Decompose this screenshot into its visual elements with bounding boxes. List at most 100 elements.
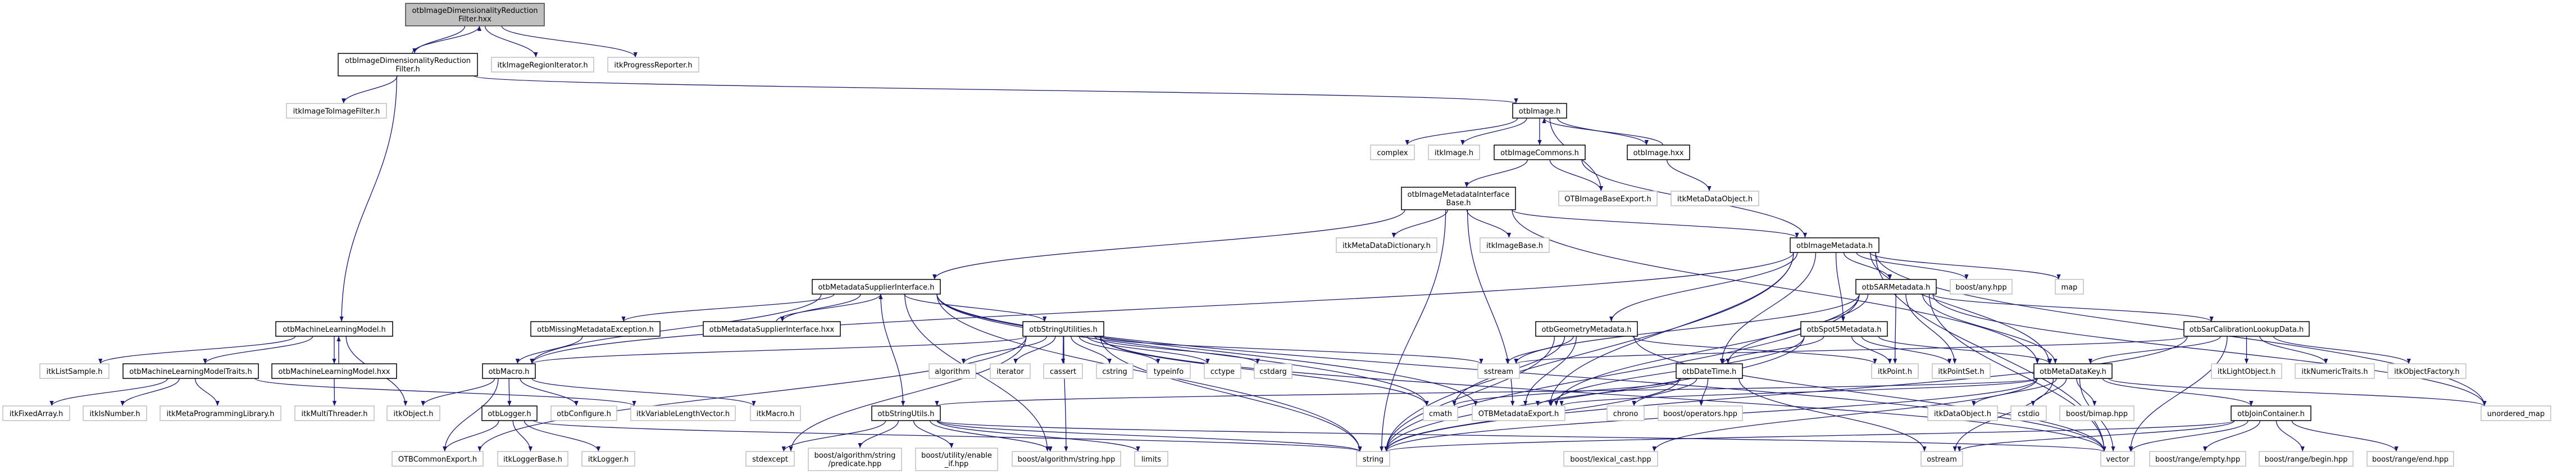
node-numtraits[interactable]: itkNumericTraits.h [2295, 363, 2375, 379]
node-multithreader[interactable]: itkMultiThreader.h [294, 405, 375, 421]
node-iterator[interactable]: iterator [990, 363, 1031, 379]
edge-mdkey-to-umap [2108, 378, 2487, 407]
node-itkobject[interactable]: itkObject.h [386, 405, 440, 421]
node-macro[interactable]: otbMacro.h [482, 363, 536, 379]
node-dataobj[interactable]: itkDataObject.h [1927, 405, 1998, 421]
node-msihxx[interactable]: otbMetadataSupplierInterface.hxx [703, 321, 841, 337]
node-join[interactable]: otbJoinContainer.h [2231, 405, 2311, 421]
node-cassert[interactable]: cassert [1043, 363, 1083, 379]
node-imgmd[interactable]: otbImageMetadata.h [1790, 237, 1879, 253]
node-missing[interactable]: otbMissingMetadataException.h [530, 321, 661, 337]
node-label: otbImageMetadata.h [1796, 242, 1873, 250]
node-i2i[interactable]: itkImageToImageFilter.h [286, 103, 387, 119]
node-rempty[interactable]: boost/range/empty.hpp [2149, 451, 2246, 467]
node-box [812, 279, 941, 295]
node-geom[interactable]: otbGeometryMetadata.h [1535, 321, 1638, 337]
node-spot5[interactable]: otbSpot5Metadata.h [1800, 321, 1888, 337]
node-configure[interactable]: otbConfigure.h [550, 405, 617, 421]
node-itklogger[interactable]: itkLogger.h [581, 451, 635, 467]
node-msi[interactable]: otbMetadataSupplierInterface.h [812, 279, 941, 295]
node-cmath[interactable]: cmath [1423, 405, 1458, 421]
node-complex[interactable]: complex [1370, 145, 1415, 160]
node-mlmhxx[interactable]: otbMachineLearningModel.hxx [271, 363, 397, 379]
node-sarmd[interactable]: otbSARMetadata.h [1855, 279, 1937, 295]
node-box [2295, 363, 2375, 379]
node-predicate[interactable]: boost/algorithm/string/predicate.hpp [808, 448, 902, 471]
node-bimap[interactable]: boost/bimap.hpp [2059, 405, 2134, 421]
node-box [1800, 321, 1888, 337]
node-box [1423, 405, 1458, 421]
node-vector[interactable]: vector [2100, 451, 2135, 467]
node-pointset[interactable]: itkPointSet.h [1932, 363, 1991, 379]
node-limits[interactable]: limits [1134, 451, 1168, 467]
node-ibexport[interactable]: OTBImageBaseExport.h [1558, 191, 1658, 206]
node-enableif[interactable]: boost/utility/enable_if.hpp [915, 448, 998, 471]
node-mdkey[interactable]: otbMetaDataKey.h [2033, 363, 2113, 379]
node-umap[interactable]: unordered_map [2481, 405, 2551, 421]
node-algstring[interactable]: boost/algorithm/string.hpp [1012, 451, 1121, 467]
node-commonexport[interactable]: OTBCommonExport.h [392, 451, 484, 467]
node-datetime[interactable]: otbDateTime.h [1676, 363, 1743, 379]
node-stdexcept[interactable]: stdexcept [745, 451, 795, 467]
node-typeinfo[interactable]: typeinfo [1146, 363, 1191, 379]
node-vlv[interactable]: itkVariableLengthVector.h [630, 405, 736, 421]
node-itkmacro[interactable]: itkMacro.h [750, 405, 801, 421]
node-sstream[interactable]: sstream [1477, 363, 1520, 379]
node-loggerbase[interactable]: itkLoggerBase.h [497, 451, 568, 467]
node-label: itkProgressReporter.h [614, 61, 692, 70]
node-mddict[interactable]: itkMetaDataDictionary.h [1336, 237, 1437, 253]
node-itkpoint[interactable]: itkPoint.h [1871, 363, 1919, 379]
node-isnumber[interactable]: itkIsNumber.h [83, 405, 147, 421]
node-regit[interactable]: itkImageRegionIterator.h [491, 57, 594, 73]
node-root[interactable]: otbImageDimensionalityReductionFilter.hx… [405, 3, 545, 26]
node-itkimage[interactable]: itkImage.h [1428, 145, 1480, 160]
node-metaprog[interactable]: itkMetaProgrammingLibrary.h [160, 405, 281, 421]
node-mdexport[interactable]: OTBMetadataExport.h [1472, 405, 1565, 421]
node-commons[interactable]: otbImageCommons.h [1494, 145, 1586, 160]
node-map[interactable]: map [2055, 279, 2084, 295]
node-label: otbSARMetadata.h [1862, 283, 1931, 292]
edge-root-to-regit [484, 25, 538, 58]
node-box [491, 57, 594, 73]
node-logger[interactable]: otbLogger.h [481, 405, 538, 421]
node-strutilities[interactable]: otbStringUtilities.h [1022, 321, 1104, 337]
node-objfactory[interactable]: itkObjectFactory.h [2387, 363, 2466, 379]
node-label: boost/utility/enable [921, 452, 992, 460]
node-imagebase[interactable]: itkImageBase.h [1480, 237, 1550, 253]
node-cstdarg[interactable]: cstdarg [1254, 363, 1292, 379]
node-boostops[interactable]: boost/operators.hpp [1658, 405, 1743, 421]
node-progrep[interactable]: itkProgressReporter.h [607, 57, 699, 73]
node-string[interactable]: string [1356, 451, 1390, 467]
node-chrono[interactable]: chrono [1606, 405, 1645, 421]
node-label: limits [1141, 455, 1162, 464]
node-boostany[interactable]: boost/any.hpp [1950, 279, 2013, 295]
node-listsample[interactable]: itkListSample.h [39, 363, 110, 379]
edge-imgmd-to-mdkey [1870, 252, 2051, 364]
edge-join-to-ostream [1957, 420, 2235, 452]
node-fixedarray[interactable]: itkFixedArray.h [2, 405, 70, 421]
node-strutils[interactable]: otbStringUtils.h [871, 405, 941, 421]
node-traits[interactable]: otbMachineLearningModelTraits.h [122, 363, 259, 379]
node-otbimage[interactable]: otbImage.h [1512, 103, 1567, 119]
node-label: otbImageDimensionalityReduction [412, 7, 538, 15]
node-rend[interactable]: boost/range/end.hpp [2366, 451, 2454, 467]
node-ostream[interactable]: ostream [1920, 451, 1963, 467]
node-label: itkMultiThreader.h [302, 410, 368, 418]
edge-logger-to-string [533, 420, 1362, 452]
node-cctype[interactable]: cctype [1204, 363, 1241, 379]
node-cstdio[interactable]: cstdio [2010, 405, 2047, 421]
node-cstring[interactable]: cstring [1096, 363, 1134, 379]
node-imagehxx[interactable]: otbImage.hxx [1627, 145, 1690, 160]
node-mlm[interactable]: otbMachineLearningModel.h [275, 321, 393, 337]
node-box [271, 363, 397, 379]
node-lexcast[interactable]: boost/lexical_cast.hpp [1563, 451, 1658, 467]
node-sarcal[interactable]: otbSarCalibrationLookupData.h [2183, 321, 2310, 337]
node-rbegin[interactable]: boost/range/begin.hpp [2259, 451, 2354, 467]
node-lightobj[interactable]: itkLightObject.h [2211, 363, 2282, 379]
node-mdobject[interactable]: itkMetaDataObject.h [1671, 191, 1759, 206]
node-algorithm[interactable]: algorithm [929, 363, 976, 379]
node-box [2366, 451, 2454, 467]
